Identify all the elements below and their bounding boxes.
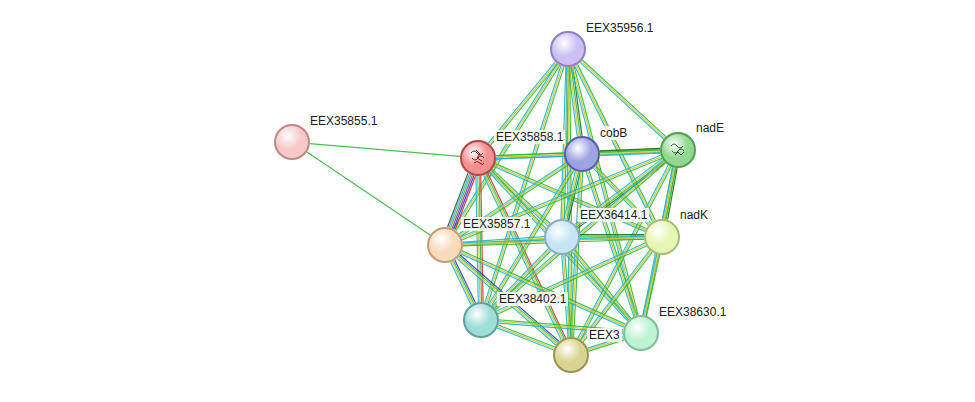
protein-node bbox=[553, 337, 589, 373]
protein-node bbox=[564, 136, 600, 172]
association-edge bbox=[572, 250, 631, 320]
node-label: EEX3 bbox=[587, 328, 622, 342]
association-edge bbox=[494, 161, 666, 310]
evidence-line bbox=[498, 327, 554, 349]
evidence-line bbox=[580, 234, 644, 235]
association-edge bbox=[489, 170, 630, 321]
association-edge bbox=[310, 144, 460, 157]
evidence-line bbox=[575, 250, 631, 318]
node-label: EEX35956.1 bbox=[584, 21, 655, 35]
evidence-line bbox=[307, 152, 430, 235]
protein-node bbox=[550, 31, 586, 67]
protein-node bbox=[660, 132, 696, 168]
evidence-line bbox=[310, 144, 460, 157]
protein-node bbox=[274, 124, 310, 160]
association-edge bbox=[476, 176, 483, 302]
node-label: EEX36414.1 bbox=[578, 208, 649, 222]
evidence-line bbox=[476, 176, 478, 302]
protein-node bbox=[644, 219, 680, 255]
node-label: EEX38402.1 bbox=[497, 292, 568, 306]
node-label: nadK bbox=[678, 208, 710, 222]
node-label: nadE bbox=[694, 121, 726, 135]
evidence-line bbox=[600, 153, 660, 156]
association-edge bbox=[600, 148, 660, 155]
protein-node bbox=[460, 140, 496, 176]
evidence-line bbox=[494, 161, 664, 307]
protein-node bbox=[463, 302, 499, 338]
protein-node bbox=[623, 315, 659, 351]
protein-node bbox=[544, 219, 580, 255]
association-edge bbox=[307, 152, 430, 235]
protein-node bbox=[427, 227, 463, 263]
evidence-line bbox=[643, 254, 656, 315]
node-label: EEX38630.1 bbox=[657, 305, 728, 319]
evidence-line bbox=[490, 171, 628, 320]
node-label: cobB bbox=[598, 126, 629, 140]
node-label: EEX35857.1 bbox=[461, 217, 532, 231]
evidence-line bbox=[489, 172, 627, 321]
evidence-line bbox=[572, 252, 628, 320]
evidence-line bbox=[498, 325, 554, 347]
evidence-line bbox=[573, 251, 629, 319]
association-edge bbox=[497, 325, 555, 350]
evidence-line bbox=[495, 162, 665, 308]
node-label: EEX35855.1 bbox=[308, 114, 379, 128]
node-label: EEX35858.1 bbox=[494, 130, 565, 144]
evidence-line bbox=[497, 328, 553, 350]
